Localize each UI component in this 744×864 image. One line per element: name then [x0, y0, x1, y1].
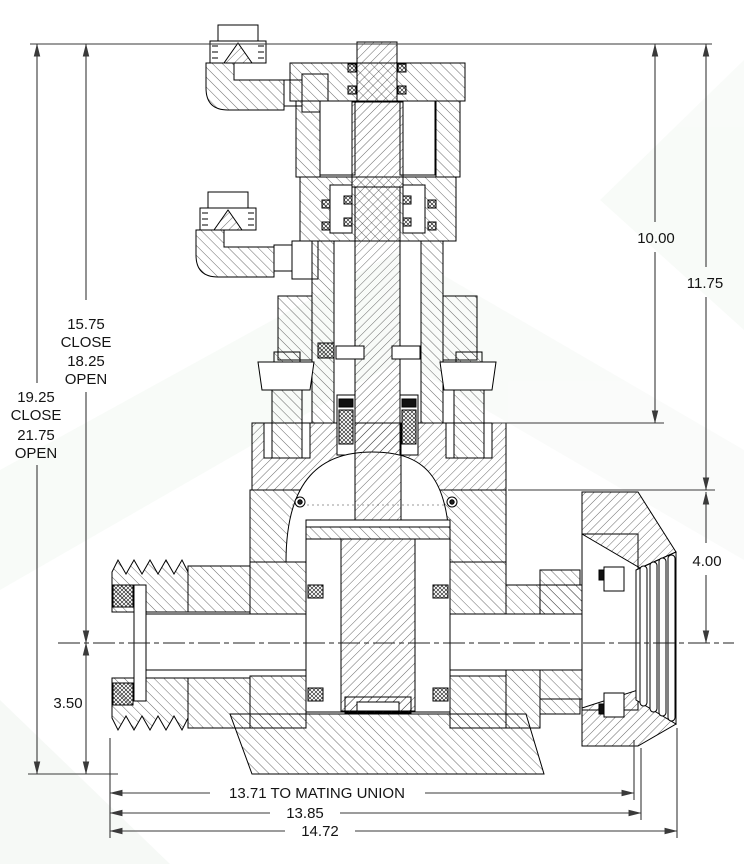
dim-flange-to-centerline: 4.00	[692, 553, 721, 570]
dim-stroke-outer-open-label: OPEN	[15, 445, 58, 462]
dim-width-overall: 14.72	[301, 823, 339, 840]
flow-bore-right	[449, 613, 603, 671]
valve-body	[111, 489, 603, 775]
dim-width-to-mating-union: 13.71 TO MATING UNION	[229, 785, 405, 802]
stud-nut-left	[257, 361, 315, 391]
flow-bore-left	[145, 613, 307, 671]
dim-stroke-outer-close-label: CLOSE	[11, 407, 62, 424]
dim-stroke-outer-close-value: 19.25	[17, 389, 55, 406]
union-nut-body	[581, 533, 639, 711]
dim-width-intermediate: 13.85	[286, 805, 324, 822]
dim-stroke-outer-open-value: 21.75	[17, 427, 55, 444]
dim-centerline-to-base: 3.50	[53, 695, 82, 712]
bonnet-flare-left	[277, 295, 313, 361]
valve-plug	[340, 538, 416, 712]
bonnet-stud-left	[271, 389, 303, 459]
plug-and-cage	[305, 519, 451, 714]
dim-top-to-flange: 11.75	[687, 275, 723, 292]
outlet-union-assembly	[539, 491, 677, 747]
body-base	[229, 713, 545, 775]
valve-body-drawing	[111, 24, 677, 775]
dim-stroke-inner-close-label: CLOSE	[61, 334, 112, 351]
valve-stem	[351, 41, 404, 424]
o-ring-seals	[317, 63, 437, 360]
dim-stroke-inner-open-value: 18.25	[67, 353, 105, 370]
bonnet-stud-right	[453, 389, 485, 459]
dimension-labels: 15.75 CLOSE 18.25 OPEN 19.25 CLOSE 21.75…	[11, 230, 724, 840]
stud-nut-right	[439, 361, 497, 391]
dim-top-to-bonnet: 10.00	[637, 230, 675, 247]
hydraulic-elbow-fitting-lower	[195, 191, 319, 280]
dim-stroke-inner-close-value: 15.75	[67, 316, 105, 333]
dim-stroke-inner-open-label: OPEN	[65, 371, 108, 388]
bonnet-flare-right	[442, 295, 478, 361]
dimension-lines	[28, 43, 734, 838]
